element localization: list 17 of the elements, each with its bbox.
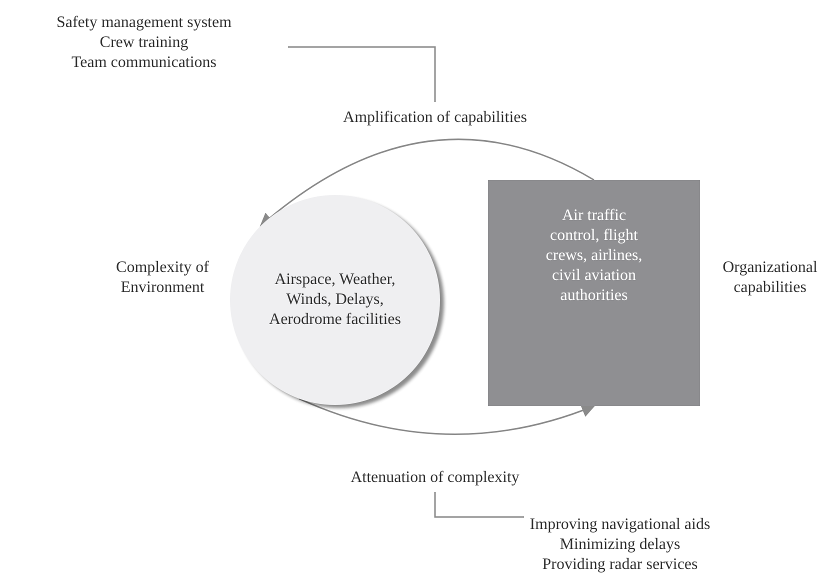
side-label: Organizational capabilities [722,258,818,298]
text-label: Crew training [100,33,188,53]
curved-arrow [260,138,594,227]
text-label: Team communications [71,53,217,73]
leader-line [434,492,524,518]
curved-arrow [298,398,596,435]
node-text: Airspace, Weather, Winds, Delays, Aerodrome facilities [268,270,402,330]
text-label: Attenuation of complexity [350,468,520,488]
node-text: Air traffic control, flight crews, airlines, civil aviation authorities [544,206,644,306]
process-box [488,180,700,406]
text-label: Improving navigational aids [530,515,710,535]
text-label: Amplification of capabilities [343,108,527,128]
side-label: Complexity of Environment [115,258,210,298]
text-label: Providing radar services [542,555,698,575]
text-label: Minimizing delays [560,535,680,555]
text-label: Safety management system [56,13,232,33]
leader-line [288,46,436,102]
